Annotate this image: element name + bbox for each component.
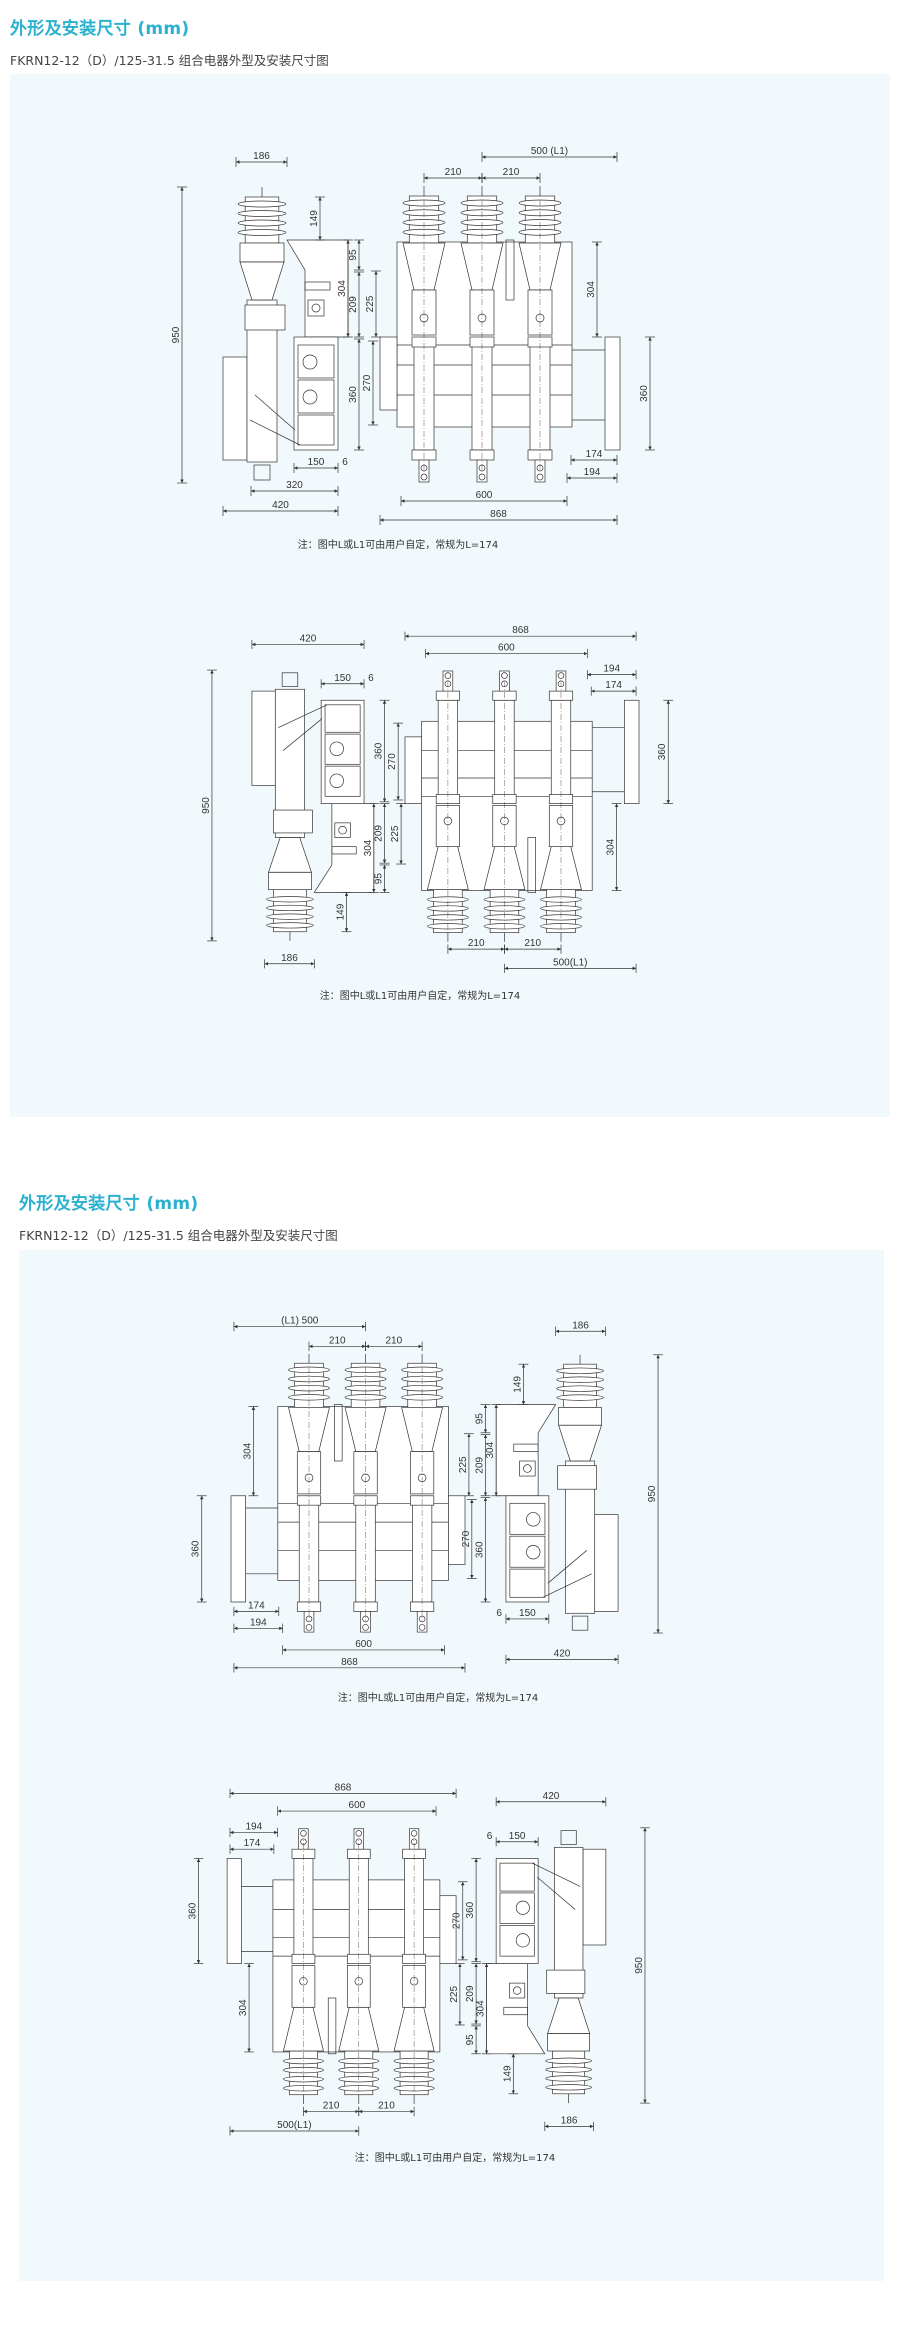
drawing-4-note: 注：图中L或L1可由用户自定，常规为L=174 — [354, 2153, 556, 2164]
drawing-2-note: 注：图中L或L1可由用户自定，常规为L=174 — [319, 991, 521, 1002]
section-2-title: 外形及安装尺寸 (mm) — [19, 1194, 199, 1214]
section-2-drawing-panel — [19, 1250, 884, 2281]
section-2-subtitle: FKRN12-12（D）/125-31.5 组合电器外型及安装尺寸图 — [19, 1228, 338, 1243]
section-1-title: 外形及安装尺寸 (mm) — [10, 19, 190, 39]
drawing-3-note: 注：图中L或L1可由用户自定，常规为L=174 — [337, 1693, 539, 1704]
drawing-1-note: 注：图中L或L1可由用户自定，常规为L=174 — [297, 540, 499, 551]
section-1-subtitle: FKRN12-12（D）/125-31.5 组合电器外型及安装尺寸图 — [10, 53, 329, 68]
section-1-drawing-panel — [10, 74, 890, 1117]
